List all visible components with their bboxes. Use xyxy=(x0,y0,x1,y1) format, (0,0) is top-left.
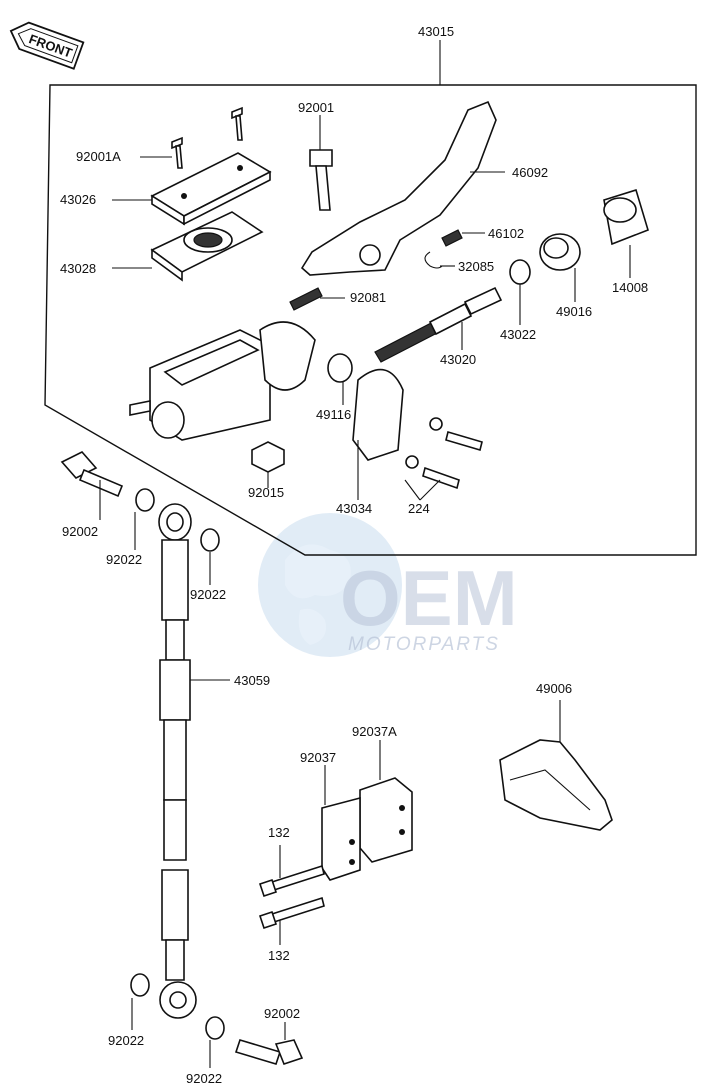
part-label: 92002 xyxy=(62,524,98,539)
clamp-bolts xyxy=(405,417,483,490)
pivot-bolt xyxy=(309,149,333,211)
hose-bracket xyxy=(321,777,413,881)
part-label: 49006 xyxy=(536,681,572,696)
washer-b xyxy=(200,528,220,552)
washer-c xyxy=(130,973,150,997)
lever-clip xyxy=(424,251,443,269)
front-arrow-badge: FRONT xyxy=(9,21,85,70)
banjo-bolt-bottom xyxy=(234,1039,304,1065)
part-label: 224 xyxy=(408,501,430,516)
part-label: 49116 xyxy=(316,407,351,422)
part-label: 43026 xyxy=(60,192,96,207)
piston-assembly xyxy=(374,286,503,363)
washer-a xyxy=(135,488,155,512)
leader-lines xyxy=(99,115,631,1068)
part-label: 132 xyxy=(268,948,290,963)
part-label: 92022 xyxy=(108,1033,144,1048)
nut xyxy=(251,441,285,473)
part-label: 92081 xyxy=(350,290,386,305)
part-label: 32085 xyxy=(458,259,494,274)
assembly-frame xyxy=(44,84,697,556)
part-label: 92022 xyxy=(190,587,226,602)
part-label: 46102 xyxy=(488,226,524,241)
part-label: 46092 xyxy=(512,165,548,180)
part-label: 92037 xyxy=(300,750,336,765)
dust-boot xyxy=(603,188,649,246)
part-label: 49016 xyxy=(556,304,592,319)
banjo-bolt-top xyxy=(60,451,124,498)
part-label: 43015 xyxy=(418,24,454,39)
watermark: OEM MOTORPARTS xyxy=(258,513,518,657)
part-label: 43059 xyxy=(234,673,270,688)
part-label: 43022 xyxy=(500,327,536,342)
part-label: 92022 xyxy=(186,1071,222,1086)
watermark-subtitle: MOTORPARTS xyxy=(348,634,500,655)
watermark-brand: OEM xyxy=(340,554,518,642)
part-label: 92022 xyxy=(106,552,142,567)
part-label: 43034 xyxy=(336,501,372,516)
brake-hose xyxy=(158,503,197,1019)
bracket-bolts xyxy=(258,864,325,930)
part-label: 92001 xyxy=(298,100,334,115)
brake-lever xyxy=(300,100,497,276)
part-label: 14008 xyxy=(612,280,648,295)
cap-screws xyxy=(171,106,243,169)
stop-washer xyxy=(509,259,531,285)
washer-d xyxy=(205,1016,225,1040)
piston-cup xyxy=(327,353,353,383)
part-label: 43028 xyxy=(60,261,96,276)
part-label: 92002 xyxy=(264,1006,300,1021)
lever-spring xyxy=(441,229,463,247)
boot-retainer xyxy=(539,233,581,271)
part-label: 132 xyxy=(268,825,290,840)
part-label: 92037A xyxy=(352,724,397,739)
handlebar-clamp xyxy=(352,368,404,461)
diaphragm xyxy=(150,211,264,282)
part-label: 43020 xyxy=(440,352,476,367)
reservoir-cover xyxy=(499,739,613,831)
part-label: 92001A xyxy=(76,149,121,164)
master-cylinder-body xyxy=(129,321,316,441)
reservoir-cap xyxy=(150,152,272,226)
piston-spring xyxy=(289,287,323,311)
part-labels: 43015 92001A 92001 46092 43026 46102 320… xyxy=(60,24,648,1086)
part-label: 92015 xyxy=(248,485,284,500)
